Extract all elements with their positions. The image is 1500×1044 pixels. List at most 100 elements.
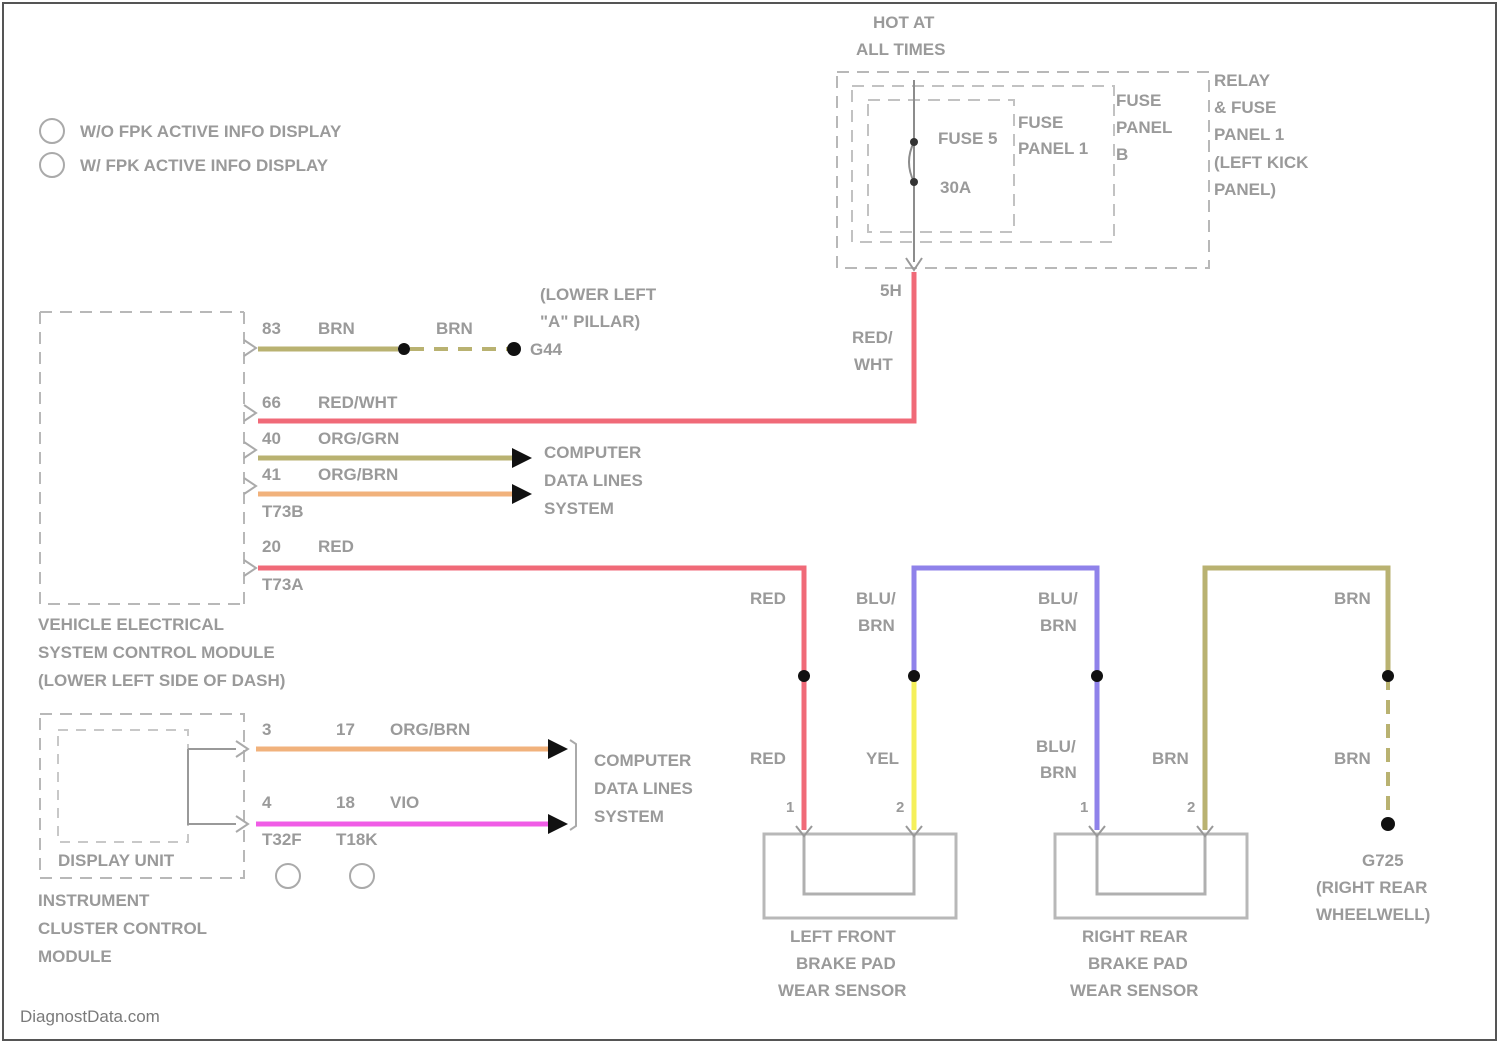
relay-label-line5: PANEL) — [1214, 180, 1276, 199]
splice-blu-yel — [908, 670, 920, 682]
cluster-pin-3: 3 — [262, 720, 271, 739]
legend-symbol-2 — [40, 153, 64, 177]
arrow-cluster-18 — [548, 814, 568, 834]
cluster-legend-symbol-1 — [276, 864, 300, 888]
arrow-cluster-17 — [548, 739, 568, 759]
vecm-label-line3: (LOWER LEFT SIDE OF DASH) — [38, 671, 285, 690]
vecm-connector-chevrons — [244, 340, 256, 576]
cluster-label-line3: MODULE — [38, 947, 112, 966]
cluster-legend-symbol-2 — [350, 864, 374, 888]
watermark: DiagnostData.com — [20, 1007, 160, 1026]
legend-item-2: W/ FPK ACTIVE INFO DISPLAY — [80, 156, 329, 175]
cluster-wire-color-18: VIO — [390, 793, 419, 812]
ground-g725-location-line1: (RIGHT REAR — [1316, 878, 1427, 897]
rr-sensor-label-line3: WEAR SENSOR — [1070, 981, 1198, 1000]
vecm-box — [40, 312, 244, 604]
fuse-panel-b-line2: PANEL — [1116, 118, 1172, 137]
vecm-pin-83: 83 — [262, 319, 281, 338]
fuse-rating: 30A — [940, 178, 971, 197]
cluster-connector-t32f: T32F — [262, 830, 302, 849]
relay-label-line3: PANEL 1 — [1214, 125, 1284, 144]
vecm-wire-color-66: RED/WHT — [318, 393, 398, 412]
ground-g44-location-line2: "A" PILLAR) — [540, 312, 640, 331]
arrow-vecm-41 — [512, 484, 532, 504]
fuse-panel-1-box — [868, 100, 1014, 232]
ground-g725-location-line2: WHEELWELL) — [1316, 905, 1430, 924]
vecm-label-line1: VEHICLE ELECTRICAL — [38, 615, 224, 634]
fuse-panel-b-line3: B — [1116, 145, 1128, 164]
relay-label-line2: & FUSE — [1214, 98, 1276, 117]
ground-g44-terminal — [507, 342, 521, 356]
legend: W/O FPK ACTIVE INFO DISPLAY W/ FPK ACTIV… — [40, 119, 342, 177]
label-red-upper: RED — [750, 589, 786, 608]
relay-label-line1: RELAY — [1214, 71, 1271, 90]
rr-sensor-loop — [1097, 834, 1205, 894]
ground-g44-location-line1: (LOWER LEFT — [540, 285, 657, 304]
cluster-pin-4: 4 — [262, 793, 272, 812]
vecm-connector-a: T73A — [262, 575, 304, 594]
vecm-cdl-line2: DATA LINES — [544, 471, 643, 490]
lf-sensor-loop — [804, 834, 914, 894]
display-unit-label: DISPLAY UNIT — [58, 851, 175, 870]
legend-symbol-1 — [40, 119, 64, 143]
fuse-panel-1-line2: PANEL 1 — [1018, 139, 1088, 158]
vecm-pin-41: 41 — [262, 465, 281, 484]
instrument-cluster: DISPLAY UNIT INSTRUMENT CLUSTER CONTROL … — [38, 714, 693, 966]
rr-sensor-label-line1: RIGHT REAR — [1082, 927, 1188, 946]
lf-sensor-label-line1: LEFT FRONT — [790, 927, 896, 946]
lf-sensor-label-line3: WEAR SENSOR — [778, 981, 906, 1000]
label-brn-upper-rr: BRN — [1040, 616, 1077, 635]
vecm-label-line2: SYSTEM CONTROL MODULE — [38, 643, 275, 662]
rr-pin-2: 2 — [1187, 799, 1195, 816]
relay-label-line4: (LEFT KICK — [1214, 153, 1309, 172]
power-wire-color-line2: WHT — [854, 355, 893, 374]
splice-blu-rr — [1091, 670, 1103, 682]
cluster-label-line2: CLUSTER CONTROL — [38, 919, 207, 938]
vecm-cdl-line1: COMPUTER — [544, 443, 641, 462]
rr-sensor-label-line2: BRAKE PAD — [1088, 954, 1188, 973]
vecm-pin-40: 40 — [262, 429, 281, 448]
cluster-pin-17: 17 — [336, 720, 355, 739]
hot-label-line2: ALL TIMES — [856, 40, 945, 59]
fuse-panel-b-line1: FUSE — [1116, 91, 1161, 110]
fuse-terminal-top — [910, 138, 918, 146]
cluster-connector-t18k: T18K — [336, 830, 378, 849]
arrow-vecm-40 — [512, 448, 532, 468]
label-brn-upper-ground: BRN — [1334, 589, 1371, 608]
display-unit-box — [58, 730, 188, 842]
cluster-pin-18: 18 — [336, 793, 355, 812]
ground-wire-color: BRN — [436, 319, 473, 338]
vecm-wire-color-41: ORG/BRN — [318, 465, 398, 484]
cluster-cdl-line2: DATA LINES — [594, 779, 693, 798]
rr-pin-1: 1 — [1080, 799, 1088, 816]
cluster-cdl-line1: COMPUTER — [594, 751, 691, 770]
label-brn-lower-rr: BRN — [1040, 763, 1077, 782]
lf-pin-2: 2 — [896, 799, 904, 816]
sensor-wiring: RED BLU/ BRN BLU/ BRN BRN RED YEL BLU/ B… — [750, 568, 1430, 1000]
label-red-lower: RED — [750, 749, 786, 768]
ground-g725-label: G725 — [1362, 851, 1404, 870]
vecm-wire-color-20: RED — [318, 537, 354, 556]
rr-sensor-box — [1055, 834, 1247, 918]
cluster-internal-wire-2 — [188, 749, 236, 824]
label-brn-upper-lf: BRN — [858, 616, 895, 635]
ground-g725-terminal — [1381, 817, 1395, 831]
cluster-cdl-line3: SYSTEM — [594, 807, 664, 826]
vecm-wire-color-40: ORG/GRN — [318, 429, 399, 448]
vecm-pin-66: 66 — [262, 393, 281, 412]
lf-sensor-label-line2: BRAKE PAD — [796, 954, 896, 973]
lf-sensor-box — [764, 834, 956, 918]
label-blu-upper-lf: BLU/ — [856, 589, 896, 608]
vecm-cdl-line3: SYSTEM — [544, 499, 614, 518]
fuse-name: FUSE 5 — [938, 129, 998, 148]
label-blu-lower-rr: BLU/ — [1036, 737, 1076, 756]
splice-brn-rr — [1382, 670, 1394, 682]
fuse-panel: HOT AT ALL TIMES FUSE 5 30A FUSE PANEL 1… — [837, 13, 1309, 374]
vecm-module: VEHICLE ELECTRICAL SYSTEM CONTROL MODULE… — [38, 272, 914, 830]
cluster-wire-color-17: ORG/BRN — [390, 720, 470, 739]
splice-red — [798, 670, 810, 682]
vecm-connector-b: T73B — [262, 502, 304, 521]
vecm-pin-20: 20 — [262, 537, 281, 556]
